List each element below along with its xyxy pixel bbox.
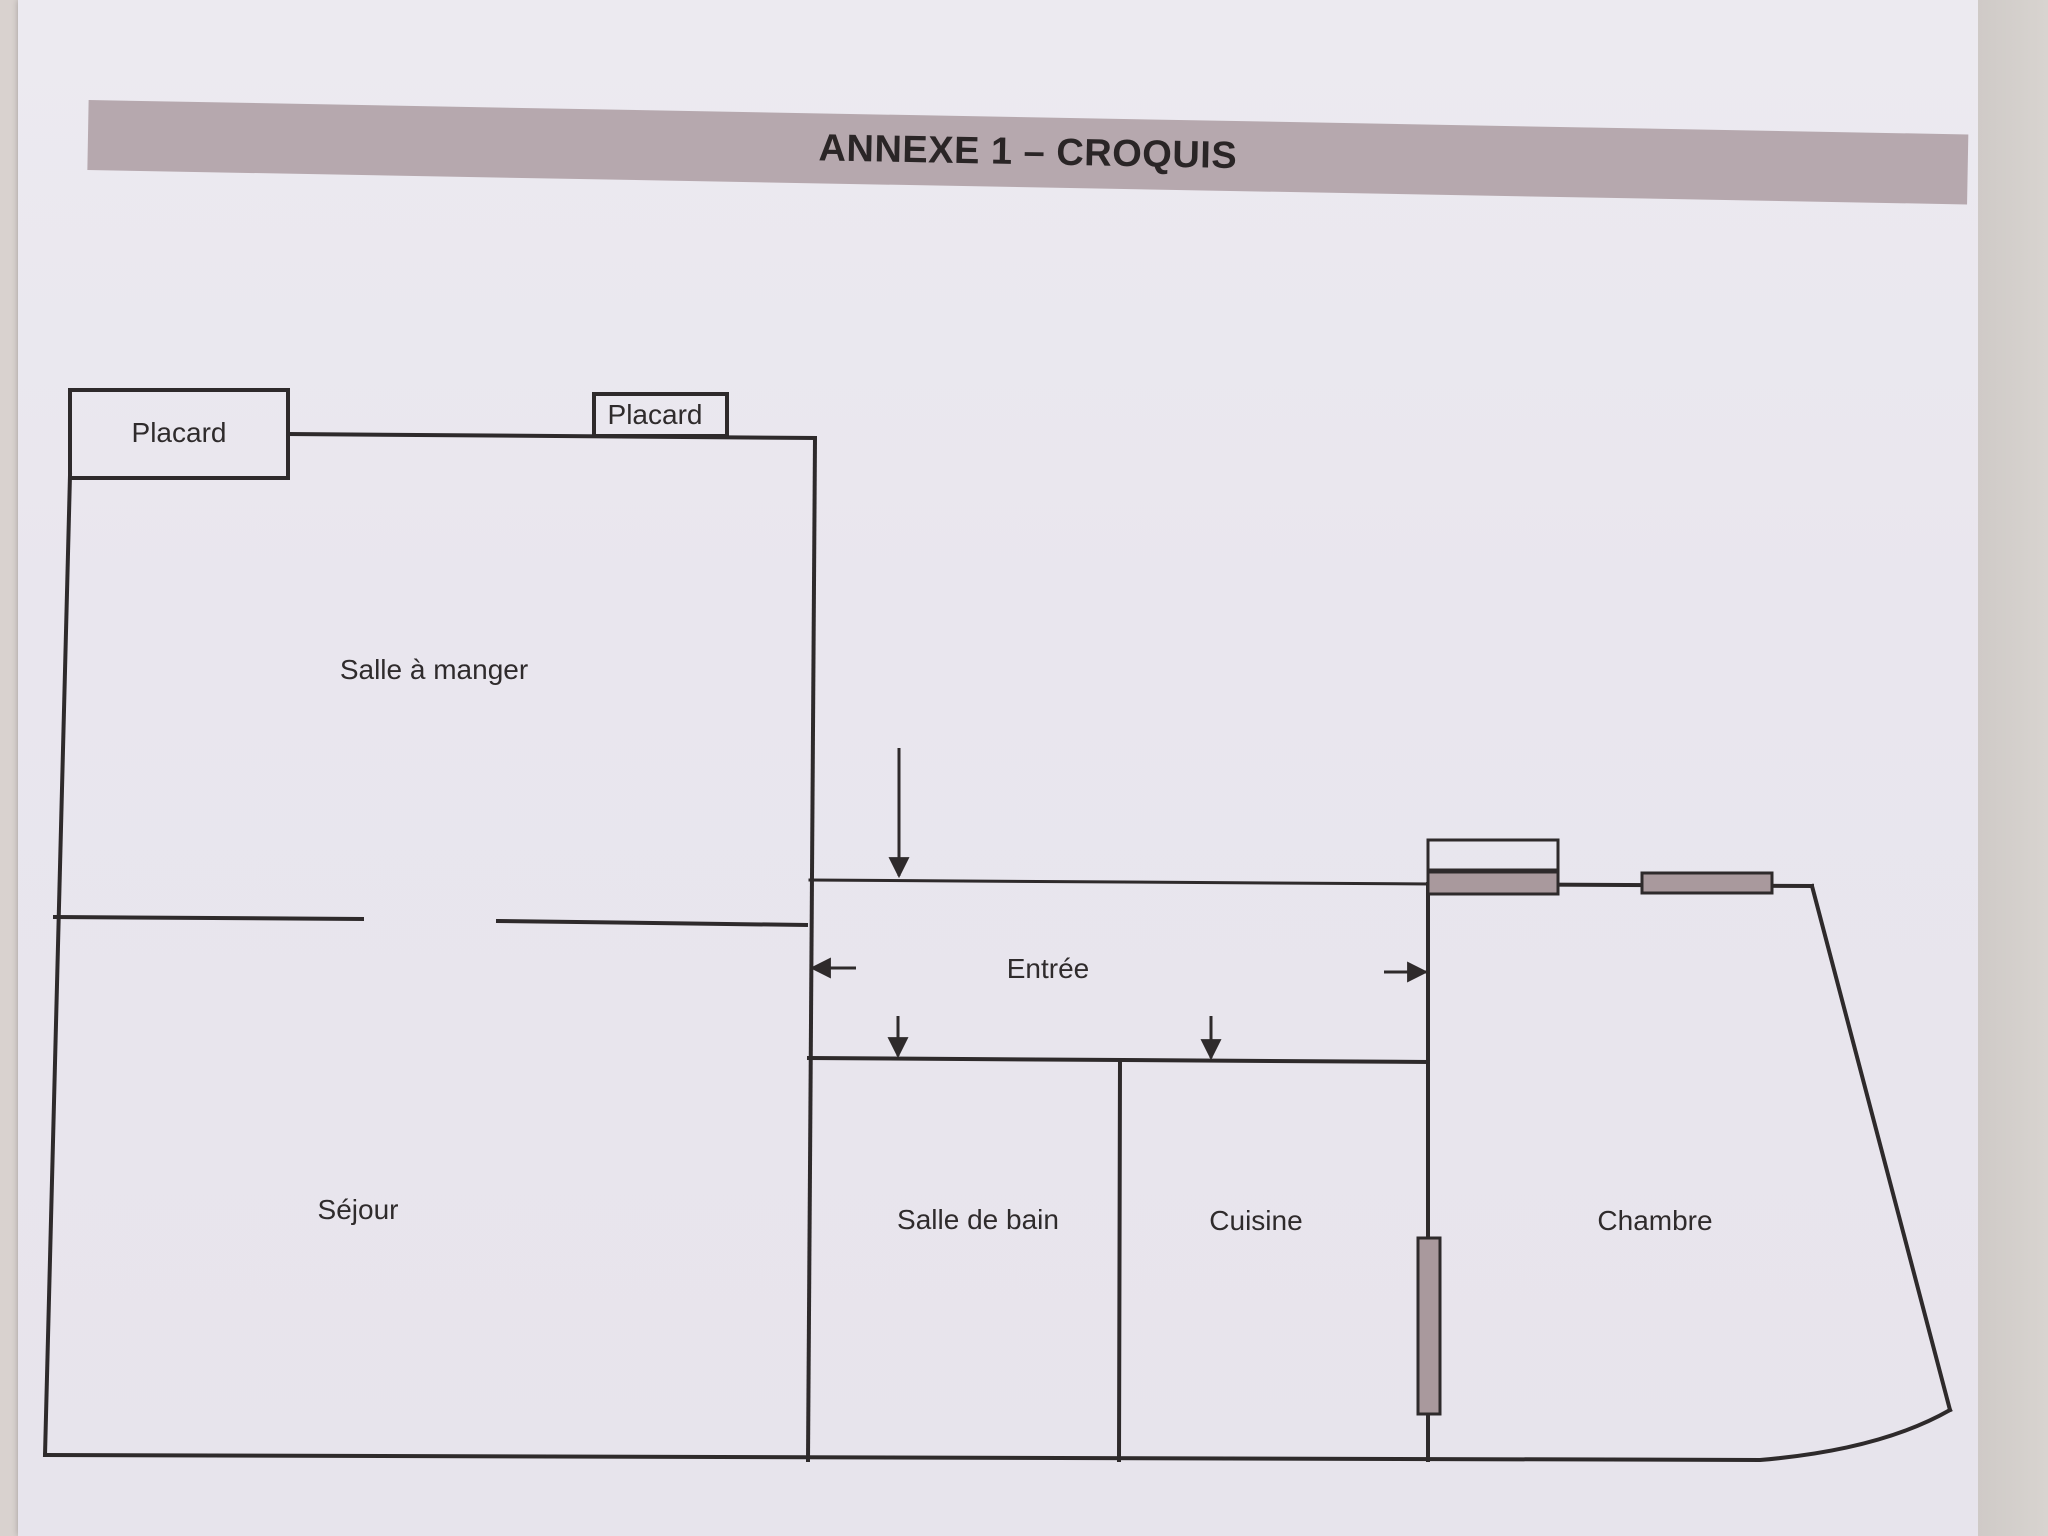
wall-bath-kitchen xyxy=(1116,1057,1123,1463)
placard-left-label: Placard xyxy=(132,417,227,448)
room-cuisine: Cuisine xyxy=(1209,1205,1302,1236)
wall-entree-top xyxy=(808,878,1432,886)
placard-right-label: Placard xyxy=(608,399,703,430)
wall-left-outer xyxy=(42,472,73,1458)
placard-right-box xyxy=(592,392,729,438)
room-salle-a-manger: Salle à manger xyxy=(340,654,528,685)
window-box xyxy=(1426,838,1560,872)
wall-bottom xyxy=(42,1407,1953,1463)
window-right xyxy=(1640,871,1774,895)
partition-right xyxy=(495,918,809,928)
room-sejour: Séjour xyxy=(318,1194,399,1225)
placard-left-box xyxy=(68,388,290,480)
wall-top-dining xyxy=(285,431,818,441)
room-chambre: Chambre xyxy=(1597,1205,1712,1236)
window-vertical xyxy=(1416,1236,1442,1416)
paper-sheet xyxy=(18,0,1978,1536)
room-entree: Entrée xyxy=(1007,953,1090,984)
room-salle-de-bain: Salle de bain xyxy=(897,1204,1059,1235)
partition-left xyxy=(52,914,365,922)
window-left xyxy=(1426,870,1560,896)
wall-dining-right xyxy=(805,435,818,1463)
wall-bedroom-slant xyxy=(1809,883,1953,1413)
background-edge xyxy=(1978,0,2048,1536)
